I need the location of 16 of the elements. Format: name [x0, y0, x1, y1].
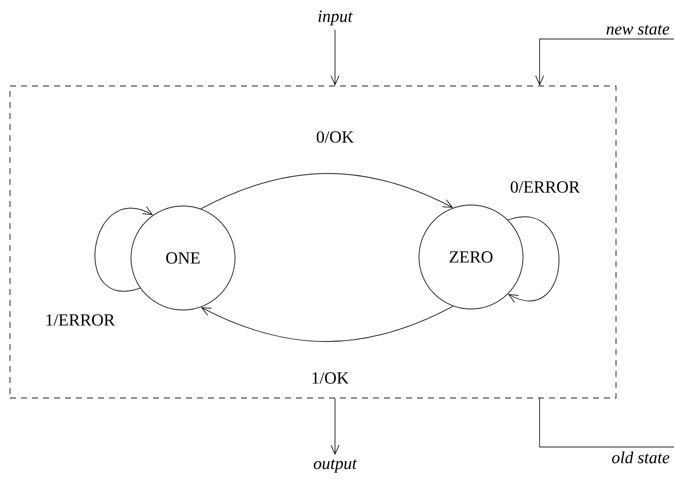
edge-label: 1/ERROR [46, 314, 115, 326]
edge-label: 1/OK [312, 372, 349, 384]
edge-label: 0/OK [316, 131, 354, 143]
signal-label: old state [612, 451, 670, 464]
signal-label: input [318, 10, 353, 26]
arrow [94, 206, 153, 292]
signal-label: new state [606, 24, 670, 35]
dashed-boundary-box [10, 86, 616, 398]
arrow [200, 173, 454, 210]
arrow [330, 29, 340, 86]
edge-label: 0/ERROR [510, 181, 580, 193]
arrow [200, 306, 454, 342]
signal-label: output [314, 459, 358, 473]
arrow [508, 216, 560, 303]
arrow [330, 398, 340, 456]
arrow [535, 38, 674, 86]
